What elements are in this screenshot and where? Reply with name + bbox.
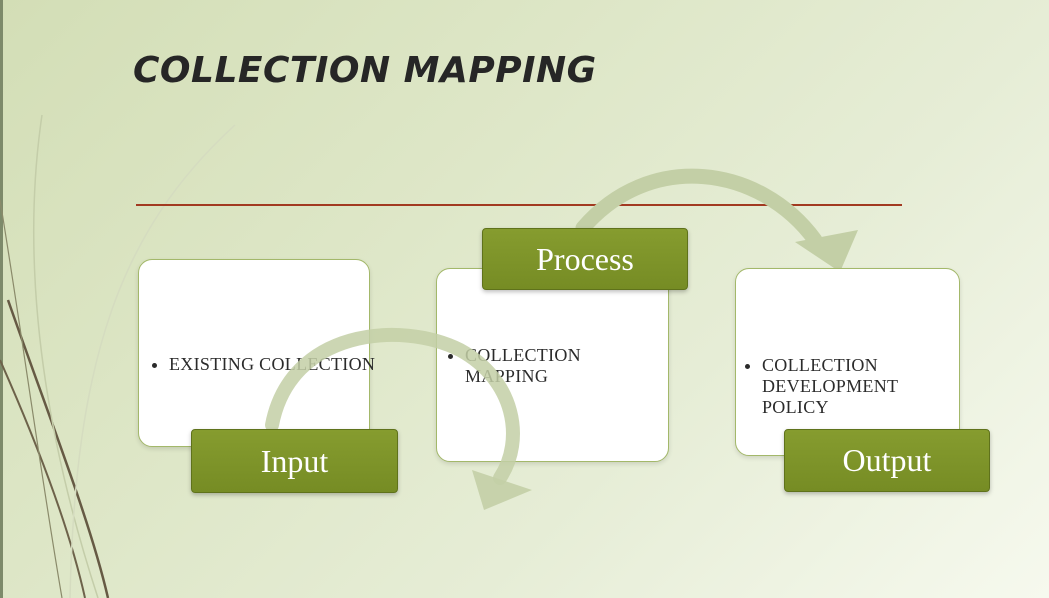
output-card: COLLECTION DEVELOPMENT POLICY	[735, 268, 960, 456]
input-card-item: EXISTING COLLECTION	[169, 354, 384, 375]
output-label: Output	[784, 429, 990, 492]
input-card: EXISTING COLLECTION	[138, 259, 375, 447]
title-divider	[136, 204, 902, 206]
output-card-item: COLLECTION DEVELOPMENT POLICY	[762, 355, 962, 418]
process-card: COLLECTION MAPPING	[436, 268, 669, 462]
process-card-item: COLLECTION MAPPING	[465, 345, 665, 387]
slide-title: COLLECTION MAPPING	[133, 50, 597, 91]
input-label: Input	[191, 429, 398, 493]
process-label: Process	[482, 228, 688, 290]
